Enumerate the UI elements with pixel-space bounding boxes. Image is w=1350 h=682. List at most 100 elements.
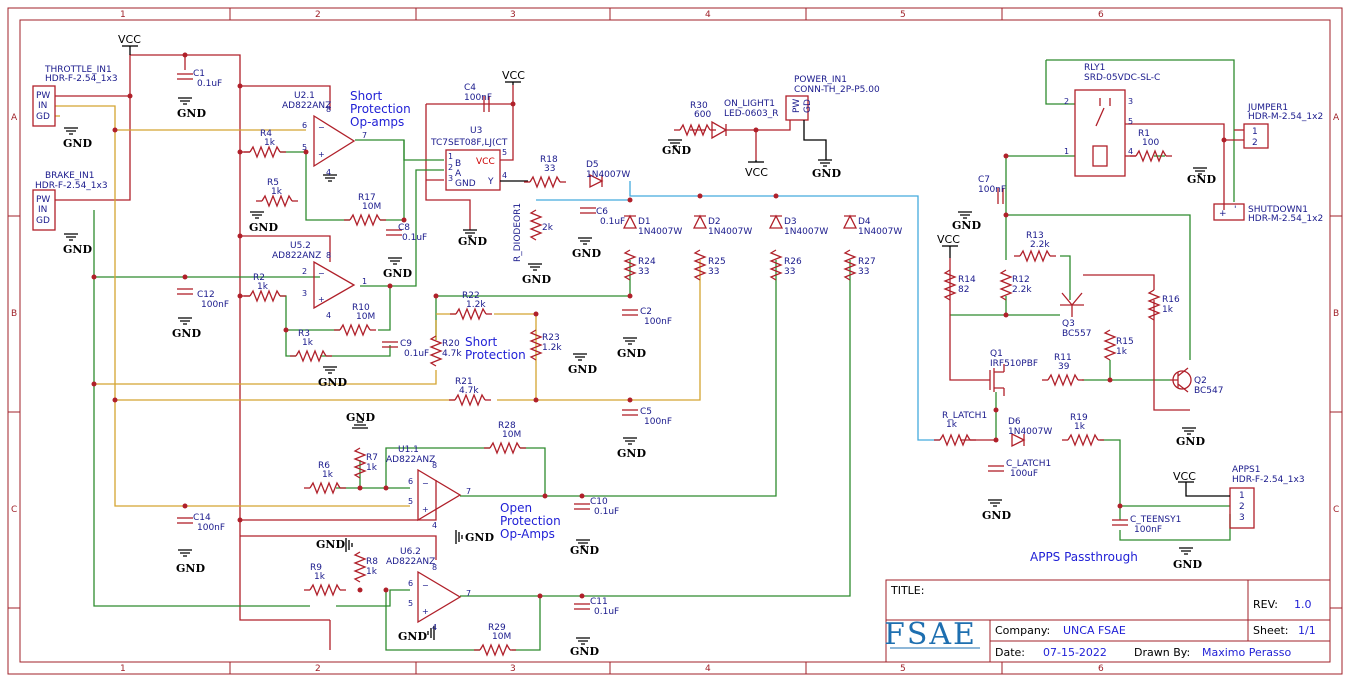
vcc-symbol: VCC (502, 69, 525, 85)
short-protection-opamps-note-3: Op-amps (350, 115, 404, 129)
opamp-u11: −+ 65 748 U1.1 AD822ANZ (386, 445, 471, 530)
resistor-r21-value: 4.7k (459, 386, 479, 396)
gnd-label: GND (346, 411, 375, 424)
company-value: UNCA FSAE (1063, 624, 1126, 637)
transistor-q2: Q2 BC547 (1170, 367, 1223, 396)
resistor-r23-ref: R23 (542, 333, 560, 343)
capacitor-c7-ref: C7 (978, 175, 990, 185)
capacitor-c14-ref: C14 (193, 513, 211, 523)
power-pin-gd: GD (803, 99, 813, 113)
u3-and-gate: 123 45 B A GND VCC Y U3 TC7SET08F,LJ(CT (430, 126, 528, 191)
resistor-r9-value: 1k (314, 572, 326, 582)
gnd-label: GND (568, 363, 597, 376)
row-label-c-right: C (1333, 505, 1339, 515)
rly1-ref: RLY1 (1084, 63, 1105, 73)
throttle-connector: PW IN GD THROTTLE_IN1 HDR-F-2.54_1x3 (32, 65, 118, 127)
svg-text:5: 5 (502, 148, 507, 157)
vcc-label: VCC (1173, 470, 1196, 483)
col-label-5-bottom: 5 (900, 664, 906, 674)
resistor-r13-ref: R13 (1026, 231, 1044, 241)
capacitor-c6: C60.1uF (580, 207, 625, 227)
jumper-ref: JUMPER1 (1247, 103, 1288, 113)
resistor-r9-ref: R9 (310, 563, 322, 573)
resistor-r19-value: 1k (1074, 422, 1086, 432)
gnd-label: GND (572, 247, 601, 260)
shutdown-pin-plus: + (1219, 209, 1227, 219)
diodes: D51N4007WD11N4007WD21N4007WD31N4007WD41N… (586, 160, 1052, 448)
u3-pin-gnd: GND (455, 179, 476, 189)
capacitor-c8: C80.1uF (386, 223, 427, 243)
resistor-r26-ref: R26 (784, 257, 802, 267)
svg-text:8: 8 (432, 563, 437, 572)
resistor-r12-value: 2.2k (1012, 285, 1032, 295)
svg-text:+: + (318, 150, 325, 159)
junction-dots (91, 52, 1227, 599)
col-label-5-top: 5 (900, 10, 906, 20)
svg-text:2: 2 (302, 267, 307, 276)
resistor-r2-ref: R2 (253, 273, 265, 283)
svg-text:2: 2 (1064, 97, 1069, 106)
open-protection-note-1: Open (500, 501, 532, 515)
resistor-r4-value: 1k (264, 138, 276, 148)
svg-text:−: − (318, 269, 325, 278)
capacitor-c8-ref: C8 (398, 223, 410, 233)
resistor-r-latch-ref: R_LATCH1 (942, 411, 987, 421)
resistor-r10-value: 10M (356, 312, 375, 322)
resistor-r24-ref: R24 (638, 257, 656, 267)
short-protection-note-2: Protection (465, 348, 526, 362)
resistor-r-latch-value: 1k (946, 420, 958, 430)
col-label-2-bottom: 2 (315, 664, 321, 674)
gnd-label: GND (1173, 558, 1202, 571)
resistor-r25-ref: R25 (708, 257, 726, 267)
svg-text:8: 8 (326, 251, 331, 260)
gnd-label: GND (1176, 435, 1205, 448)
u3-part: TC7SET08F,LJ(CT (430, 138, 508, 148)
u62-part: AD822ANZ (386, 557, 435, 567)
svg-text:5: 5 (1128, 117, 1133, 126)
capacitor-c12-ref: C12 (197, 290, 215, 300)
svg-text:1: 1 (362, 277, 367, 286)
vcc-label: VCC (937, 233, 960, 246)
gnd-label: GND (617, 347, 646, 360)
capacitor-c-teensy-value: 100nF (1134, 525, 1162, 535)
opamp-u52: −+ 23 148 U5.2 AD822ANZ (272, 241, 367, 320)
gnd-label: GND (570, 645, 599, 658)
diode-d1-part: 1N4007W (638, 227, 682, 237)
col-label-4-bottom: 4 (705, 664, 711, 674)
u21-ref: U2.1 (294, 91, 315, 101)
u62-ref: U6.2 (400, 547, 421, 557)
shutdown-ref: SHUTDOWN1 (1248, 205, 1308, 215)
capacitor-c1-ref: C1 (193, 69, 205, 79)
resistor-r-diode-value: 2k (542, 223, 554, 233)
fsae-logo: FSAE (884, 617, 980, 652)
rev-value: 1.0 (1294, 598, 1312, 611)
company-label: Company: (995, 624, 1050, 637)
brake-ref: BRAKE_IN1 (45, 171, 94, 181)
resistor-r29-value: 10M (492, 632, 511, 642)
resistor-r11-ref: R11 (1054, 353, 1072, 363)
apps-pin-2: 2 (1239, 502, 1245, 512)
gnd-label: GND (812, 167, 841, 180)
svg-text:1: 1 (448, 152, 453, 161)
resistor-r19-ref: R19 (1070, 413, 1088, 423)
power-part: CONN-TH_2P-P5.00 (794, 85, 880, 95)
gnd-label: GND (522, 273, 551, 286)
drawing-frame: 1 2 3 4 5 6 1 2 3 4 5 6 A B C A B C (7, 7, 1343, 675)
diode-d5-part: 1N4007W (586, 170, 630, 180)
u3-pin-y: Y (487, 177, 494, 187)
resistor-r24-value: 33 (638, 267, 649, 277)
vcc-symbol: VCC (937, 233, 960, 258)
resistor-r27-value: 33 (858, 267, 869, 277)
resistor-r5-value: 1k (271, 187, 283, 197)
